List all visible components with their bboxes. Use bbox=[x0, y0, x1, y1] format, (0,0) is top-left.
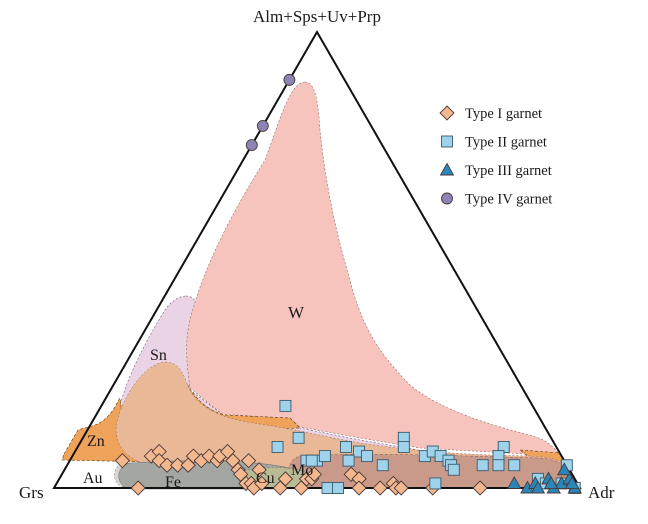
legend-item: Type II garnet bbox=[441, 135, 547, 151]
field-label-zn: Zn bbox=[87, 433, 105, 450]
diamond-point bbox=[251, 462, 267, 478]
square-point bbox=[492, 459, 505, 472]
field-label-w: W bbox=[288, 303, 305, 322]
diamond-point bbox=[254, 475, 270, 492]
axis-label-left: Grs bbox=[19, 483, 44, 502]
legend-square-icon bbox=[441, 135, 453, 148]
triangle-point bbox=[530, 480, 546, 494]
diamond-point bbox=[159, 457, 175, 473]
square-point bbox=[292, 431, 305, 444]
field-label-fe: Fe bbox=[165, 474, 181, 491]
square-point bbox=[305, 454, 318, 467]
legend-item: Type III garnet bbox=[439, 162, 552, 179]
field-tan bbox=[115, 361, 571, 471]
square-point bbox=[447, 463, 460, 476]
diamond-point bbox=[272, 480, 288, 496]
circle-point bbox=[245, 139, 258, 152]
circle-point bbox=[283, 73, 296, 86]
diamond-point bbox=[393, 480, 409, 496]
square-point bbox=[376, 459, 389, 472]
legend-item: Type I garnet bbox=[439, 105, 542, 122]
square-point bbox=[332, 482, 344, 494]
square-point bbox=[339, 441, 352, 453]
series-type-3-garnet bbox=[506, 462, 583, 494]
field-w bbox=[186, 81, 561, 457]
axis-label-top: Alm+Sps+Uv+Prp bbox=[253, 7, 381, 26]
field-label-au: Au bbox=[83, 470, 103, 487]
diamond-point bbox=[240, 453, 257, 469]
square-point bbox=[361, 450, 373, 463]
triangle-point bbox=[556, 462, 572, 476]
diamond-point bbox=[306, 466, 323, 482]
legend-triangle-icon bbox=[439, 162, 455, 176]
legend-diamond-icon bbox=[439, 105, 455, 121]
triangle-point bbox=[564, 476, 580, 489]
triangle-point bbox=[506, 476, 522, 489]
legend-label: Type IV garnet bbox=[465, 192, 552, 208]
square-point bbox=[429, 477, 442, 490]
square-point bbox=[508, 459, 521, 472]
axis-label-right: Adr bbox=[588, 483, 615, 502]
diamond-point bbox=[472, 480, 488, 496]
data-points bbox=[114, 73, 583, 496]
square-point bbox=[279, 399, 292, 412]
square-point bbox=[318, 450, 331, 463]
field-label-cu: Cu bbox=[256, 470, 275, 487]
field-label-mo: Mo bbox=[291, 462, 313, 479]
series-type-4-garnet bbox=[245, 73, 296, 152]
triangle-point bbox=[543, 476, 559, 489]
diamond-point bbox=[130, 480, 146, 496]
ternary-triangle-frame bbox=[52, 29, 582, 489]
diamond-point bbox=[114, 453, 131, 469]
circle-point bbox=[256, 119, 269, 132]
field-label-sn: Sn bbox=[150, 347, 167, 364]
series-type-2-garnet bbox=[271, 399, 581, 494]
diamond-point bbox=[372, 480, 388, 496]
legend-item: Type IV garnet bbox=[441, 192, 552, 208]
legend-label: Type III garnet bbox=[465, 163, 552, 179]
legend-label: Type II garnet bbox=[465, 135, 547, 151]
square-point bbox=[476, 459, 489, 472]
legend-label: Type I garnet bbox=[465, 106, 542, 122]
square-point bbox=[397, 441, 410, 453]
diamond-point bbox=[169, 457, 186, 473]
diamond-point bbox=[351, 480, 367, 496]
series-type-1-garnet bbox=[114, 443, 488, 496]
legend-circle-icon bbox=[441, 192, 453, 205]
square-point bbox=[271, 441, 284, 453]
square-point bbox=[342, 454, 355, 467]
square-point bbox=[321, 482, 334, 494]
